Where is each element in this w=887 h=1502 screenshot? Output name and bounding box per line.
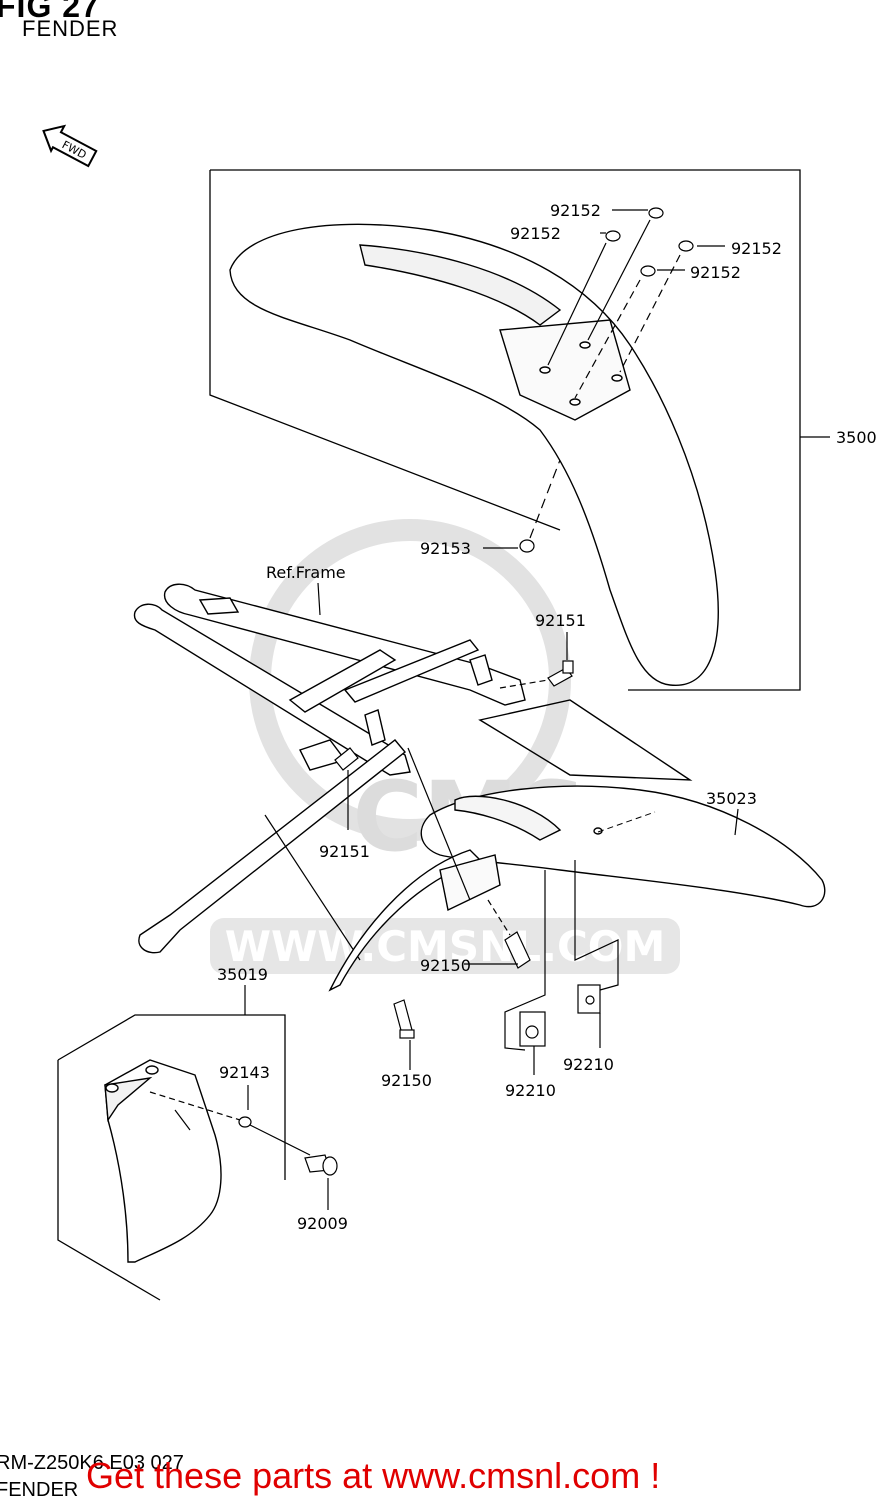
leader-line [264,814,361,961]
fwd-arrow-icon: FWD [42,124,98,168]
watermark-url: WWW.CMSNL.COM [225,922,666,971]
part-label-35023: 35023 [706,789,757,808]
leader-line [407,747,471,901]
promo-banner[interactable]: Get these parts at www.cmsnl.com ! [86,1455,661,1496]
leader-line [597,811,656,833]
watermark-banner [210,918,680,974]
part-labels: 92152 92152 92152 92152 3500 92153 Ref.F… [217,201,877,1233]
leader-line [734,808,739,836]
watermark: CMS WWW.CMSNL.COM [210,519,680,974]
fasteners-35019 [149,1085,338,1210]
mud-flap-group-box [57,1014,286,1180]
washers-92152 [547,207,725,399]
figure-subtitle: FENDER [22,16,119,41]
front-fender [229,223,719,686]
bolts-92150 [393,899,531,1070]
figure-title: FIG 27 [0,0,100,24]
part-label-35019: 35019 [217,965,268,984]
rear-fender [328,699,826,992]
part-label-92152: 92152 [690,263,741,282]
part-label-92152: 92152 [731,239,782,258]
frame [133,583,526,954]
bolt-92153 [483,459,561,553]
part-label-92152: 92152 [510,224,561,243]
leader-line [317,582,321,616]
part-label-92210: 92210 [505,1081,556,1100]
part-label-92009: 92009 [297,1214,348,1233]
clips-92210 [504,860,619,1075]
part-label-92150: 92150 [381,1071,432,1090]
mud-flap [104,1059,222,1263]
bolts-92151 [334,632,574,830]
mud-flap-group-box-lower [57,1060,161,1301]
part-label-92153: 92153 [420,539,471,558]
part-label-3500: 3500 [836,428,877,447]
diagram-name: FENDER [0,1479,79,1501]
front-fender-group-box-left [209,170,561,531]
diagram-code: RM-Z250K6 E03 027 [0,1452,184,1474]
part-label-92151: 92151 [535,611,586,630]
part-label-92150: 92150 [420,956,471,975]
part-label-92152: 92152 [550,201,601,220]
ref-frame-label: Ref.Frame [266,563,346,582]
front-fender-group-box [210,169,801,691]
part-label-92210: 92210 [563,1055,614,1074]
part-label-92151: 92151 [319,842,370,861]
part-label-92143: 92143 [219,1063,270,1082]
